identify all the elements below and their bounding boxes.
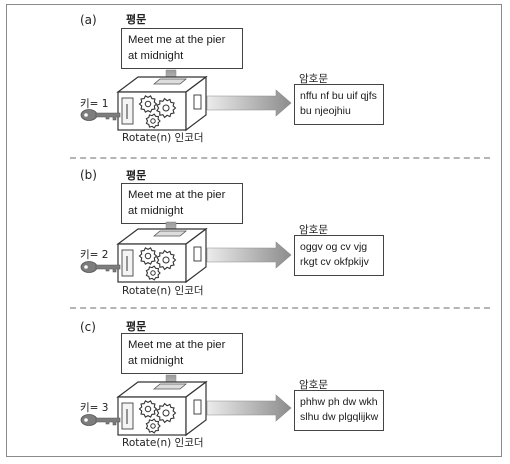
plaintext-line: at midnight bbox=[128, 205, 184, 217]
encoder-slot bbox=[152, 383, 188, 390]
plaintext-box: Meet me at the pier at midnight bbox=[121, 28, 243, 69]
ciphertext-title: 암호문 bbox=[299, 224, 328, 236]
encoder-side-opening bbox=[193, 399, 202, 415]
key-icon bbox=[80, 414, 98, 426]
encoder-side-opening bbox=[193, 246, 202, 262]
ciphertext-line: rkgt cv okfpkijv bbox=[300, 256, 369, 268]
encoder-slot bbox=[152, 78, 188, 85]
plaintext-line: at midnight bbox=[128, 50, 184, 62]
gear-hub bbox=[144, 100, 152, 108]
ciphertext-line: phhw ph dw wkh bbox=[300, 396, 378, 408]
gear-hub bbox=[162, 409, 170, 417]
plaintext-line: Meet me at the pier bbox=[128, 189, 226, 201]
plaintext-line: at midnight bbox=[128, 355, 184, 367]
key-ring-hole bbox=[84, 265, 88, 269]
plaintext-box: Meet me at the pier at midnight bbox=[121, 333, 243, 374]
plaintext-box: Meet me at the pier at midnight bbox=[121, 183, 243, 224]
ciphertext-box: nffu nf bu uif qjfs bu njeojhiu bbox=[294, 84, 384, 125]
encoder-label: Rotate(n) 인코더 bbox=[122, 132, 204, 144]
key-ring-hole bbox=[84, 113, 88, 117]
panel-c: (c) 평문 Meet me at the pier at midnight 암… bbox=[0, 0, 510, 449]
ciphertext-title: 암호문 bbox=[299, 73, 328, 85]
ciphertext-line: oggv og cv vjg bbox=[300, 241, 368, 253]
encoder-side-opening bbox=[193, 94, 202, 110]
plaintext-line: Meet me at the pier bbox=[128, 339, 226, 351]
key-icon bbox=[80, 261, 98, 273]
key-label: 키= 3 bbox=[80, 402, 109, 414]
gear-hub bbox=[162, 104, 170, 112]
ciphertext-box: phhw ph dw wkh slhu dw plgqlijkw bbox=[294, 390, 384, 431]
arrow-right-icon bbox=[206, 89, 292, 117]
panel-letter: (c) bbox=[80, 320, 96, 334]
gear-hub bbox=[150, 270, 156, 276]
key-ring-hole bbox=[84, 418, 88, 422]
plaintext-title: 평문 bbox=[126, 169, 147, 182]
panel-b: (b) 평문 Meet me at the pier at midnight 암… bbox=[0, 0, 510, 297]
panel-divider bbox=[70, 307, 490, 309]
gear-hub bbox=[150, 423, 156, 429]
key-blade bbox=[95, 417, 121, 426]
ciphertext-box: oggv og cv vjg rkgt cv okfpkijv bbox=[294, 235, 384, 276]
plaintext-title: 평문 bbox=[126, 13, 147, 26]
ciphertext-line: bu njeojhiu bbox=[300, 105, 351, 117]
panel-art-group bbox=[80, 221, 292, 284]
panel-divider bbox=[70, 157, 490, 159]
gear-hub bbox=[150, 118, 156, 124]
panel-letter: (a) bbox=[80, 13, 97, 27]
ciphertext-line: slhu dw plgqlijkw bbox=[300, 411, 379, 423]
gear-hub bbox=[162, 256, 170, 264]
key-label: 키= 1 bbox=[80, 98, 109, 110]
encoder-slot bbox=[152, 230, 188, 237]
key-blade bbox=[95, 264, 121, 273]
panel-art-group bbox=[80, 374, 292, 437]
key-label: 키= 2 bbox=[80, 249, 109, 261]
gear-hub bbox=[144, 252, 152, 260]
encoder-label: Rotate(n) 인코더 bbox=[122, 437, 204, 449]
figure-frame bbox=[6, 4, 502, 457]
plaintext-title: 평문 bbox=[126, 320, 147, 333]
ciphertext-line: nffu nf bu uif qjfs bbox=[300, 90, 377, 102]
panel-art-group bbox=[80, 69, 292, 132]
key-blade bbox=[95, 112, 121, 121]
gear-hub bbox=[144, 405, 152, 413]
plaintext-line: Meet me at the pier bbox=[128, 34, 226, 46]
encoder-label: Rotate(n) 인코더 bbox=[122, 285, 204, 297]
panel-letter: (b) bbox=[80, 168, 97, 182]
ciphertext-title: 암호문 bbox=[299, 379, 328, 391]
arrow-right-icon bbox=[206, 241, 292, 269]
arrow-right-icon bbox=[206, 394, 292, 422]
key-icon bbox=[80, 109, 98, 121]
panel-a: (a) 평문 Meet me at the pier at midnight 암… bbox=[0, 0, 510, 150]
